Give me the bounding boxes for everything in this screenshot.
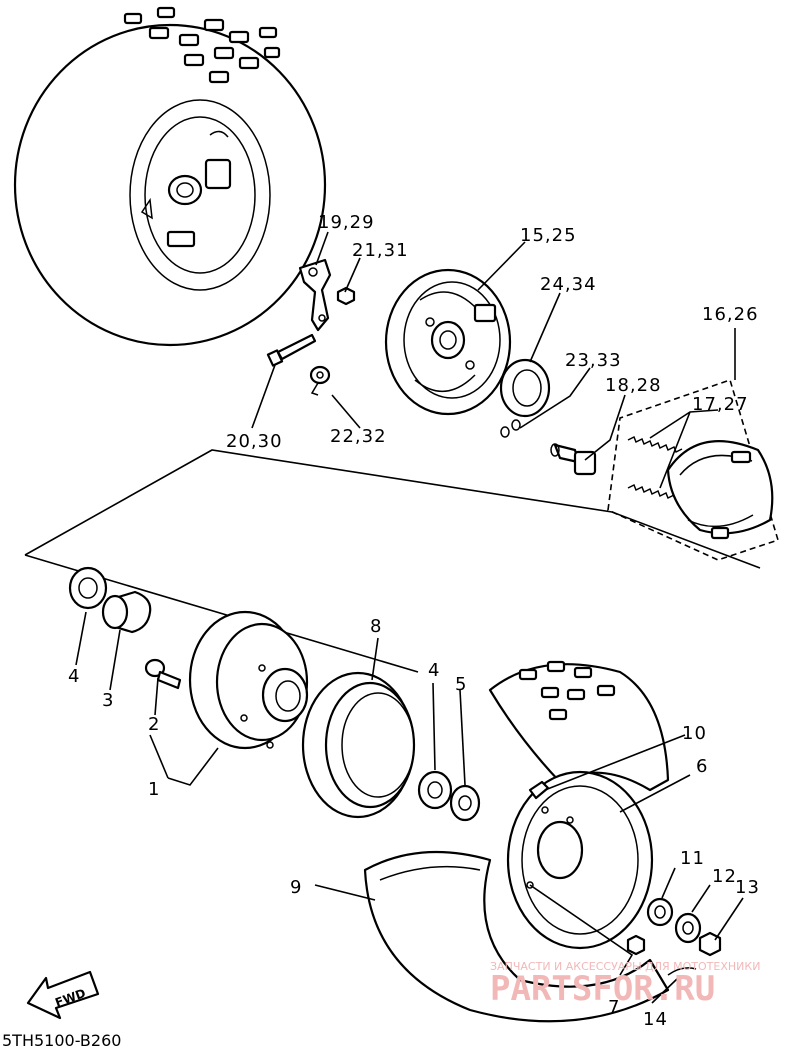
oil-seal-5: [449, 784, 481, 822]
front-wheel-assembly: [363, 660, 670, 1023]
callout-9: 9: [290, 877, 302, 898]
callout-4-right: 4: [428, 660, 440, 681]
callout-13: 13: [735, 877, 760, 898]
callout-8: 8: [370, 616, 382, 637]
nut-7: [626, 934, 646, 956]
callout-22-32: 22,32: [330, 426, 387, 447]
callout-5: 5: [455, 674, 467, 695]
wheel-rim: [301, 671, 416, 819]
callout-6: 6: [696, 756, 708, 777]
diagram-code: 5TH5100-B260: [2, 1031, 121, 1050]
watermark-line1: ЗАПЧАСТИ И АКСЕССУАРЫ ДЛЯ МОТОТЕХНИКИ: [490, 960, 760, 973]
callout-15-25: 15,25: [520, 225, 577, 246]
bearing-left: [68, 566, 108, 610]
bearing-right: [417, 770, 453, 810]
callout-7: 7: [608, 997, 620, 1018]
washer-12: [674, 912, 702, 944]
callout-18-28: 18,28: [605, 375, 662, 396]
spacer: [101, 590, 152, 634]
callout-14: 14: [643, 1009, 668, 1030]
brake-shoe-kit-box: [607, 378, 779, 561]
brake-drum-hub: [188, 610, 309, 750]
callout-3: 3: [102, 690, 114, 711]
tread-blocks: [123, 6, 281, 84]
hub-bolt: [144, 658, 182, 690]
rear-wheel-assembly: [13, 6, 327, 347]
callout-23-33: 23,33: [565, 350, 622, 371]
brake-cam-lever: [298, 258, 332, 332]
axle-nut-11: [646, 897, 674, 927]
callout-24-34: 24,34: [540, 274, 597, 295]
cotter-pin-14: [667, 967, 697, 976]
callout-4-left: 4: [68, 666, 80, 687]
watermark-line2: PARTSFOR.RU: [490, 969, 715, 1009]
callout-17-27: 17,27: [692, 394, 749, 415]
brake-cam: [550, 443, 597, 476]
oil-seal: [499, 358, 551, 418]
callout-10: 10: [682, 723, 707, 744]
callout-21-31: 21,31: [352, 240, 409, 261]
brake-shoe-plate: [384, 268, 512, 416]
callout-20-30: 20,30: [226, 431, 283, 452]
front-tread-blocks: [518, 660, 616, 721]
o-rings: [500, 419, 521, 438]
bolt-20: [266, 333, 317, 367]
callout-1: 1: [148, 779, 160, 800]
castle-nut-13: [698, 931, 722, 957]
watermark: ЗАПЧАСТИ И АКСЕССУАРЫ ДЛЯ МОТОТЕХНИКИ PA…: [490, 960, 760, 1009]
callout-11: 11: [680, 848, 705, 869]
callout-12: 12: [712, 866, 737, 887]
callout-labels: 19,29 21,31 15,25 24,34 16,26 23,33 18,2…: [68, 212, 760, 1030]
fwd-arrow: FWD: [26, 970, 100, 1020]
washer-22: [309, 365, 331, 396]
callout-2: 2: [148, 714, 160, 735]
callout-19-29: 19,29: [318, 212, 375, 233]
callout-16-26: 16,26: [702, 304, 759, 325]
